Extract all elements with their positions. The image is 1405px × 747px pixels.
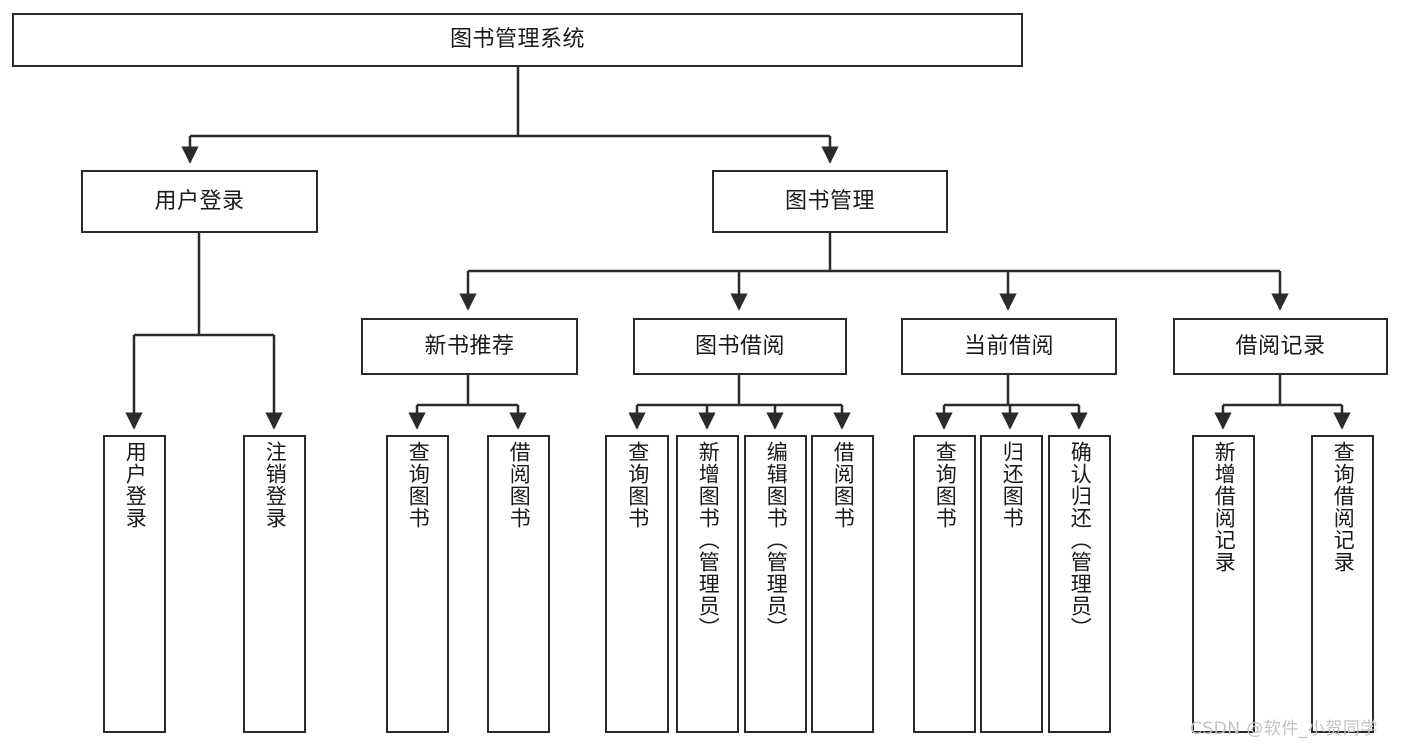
node-book-management[interactable]: 图书管理 (712, 170, 948, 233)
node-current-borrow[interactable]: 当前借阅 (901, 318, 1117, 375)
node-label: 归还图书 (1000, 441, 1025, 529)
node-leaf-add-book-admin[interactable]: 新增图书（管理员） (676, 435, 739, 733)
node-label: 借阅记录 (1235, 333, 1326, 359)
node-leaf-query-book-recommend[interactable]: 查询图书 (386, 435, 449, 733)
node-label: 注销登录 (263, 441, 288, 529)
node-label: 新增图书（管理员） (696, 441, 721, 639)
node-leaf-borrow-book[interactable]: 借阅图书 (811, 435, 874, 733)
node-label: 确认归还（管理员） (1068, 441, 1093, 639)
node-borrow-record[interactable]: 借阅记录 (1173, 318, 1388, 375)
csdn-watermark: CSDN @软件_小贺同学 (1190, 719, 1378, 739)
node-label: 借阅图书 (507, 441, 532, 529)
node-label: 查询图书 (406, 441, 431, 529)
node-leaf-add-borrow-record[interactable]: 新增借阅记录 (1192, 435, 1255, 733)
node-leaf-borrow-book-recommend[interactable]: 借阅图书 (487, 435, 550, 733)
node-label: 图书管理系统 (449, 27, 585, 53)
node-label: 借阅图书 (831, 441, 856, 529)
node-leaf-query-book-borrow[interactable]: 查询图书 (605, 435, 669, 733)
node-leaf-query-book-current[interactable]: 查询图书 (913, 435, 976, 733)
node-leaf-query-borrow-record[interactable]: 查询借阅记录 (1311, 435, 1374, 733)
node-book-borrow[interactable]: 图书借阅 (633, 318, 847, 375)
node-label: 图书借阅 (694, 333, 785, 359)
node-label: 新增借阅记录 (1212, 441, 1237, 573)
node-label: 当前借阅 (963, 333, 1054, 359)
node-label: 编辑图书（管理员） (764, 441, 789, 639)
node-leaf-logout[interactable]: 注销登录 (243, 435, 306, 733)
node-label: 用户登录 (154, 188, 245, 214)
node-leaf-return-book[interactable]: 归还图书 (980, 435, 1043, 733)
node-leaf-edit-book-admin[interactable]: 编辑图书（管理员） (744, 435, 807, 733)
node-new-book-recommend[interactable]: 新书推荐 (361, 318, 578, 375)
node-label: 用户登录 (123, 441, 148, 529)
node-label: 查询图书 (625, 441, 650, 529)
node-root-book-management-system[interactable]: 图书管理系统 (12, 13, 1023, 67)
node-label: 查询图书 (933, 441, 958, 529)
node-label: 查询借阅记录 (1331, 441, 1356, 573)
node-leaf-confirm-return-admin[interactable]: 确认归还（管理员） (1048, 435, 1111, 733)
node-leaf-user-login[interactable]: 用户登录 (103, 435, 166, 733)
node-label: 新书推荐 (424, 333, 515, 359)
node-user-login[interactable]: 用户登录 (81, 170, 318, 233)
node-label: 图书管理 (784, 188, 875, 214)
